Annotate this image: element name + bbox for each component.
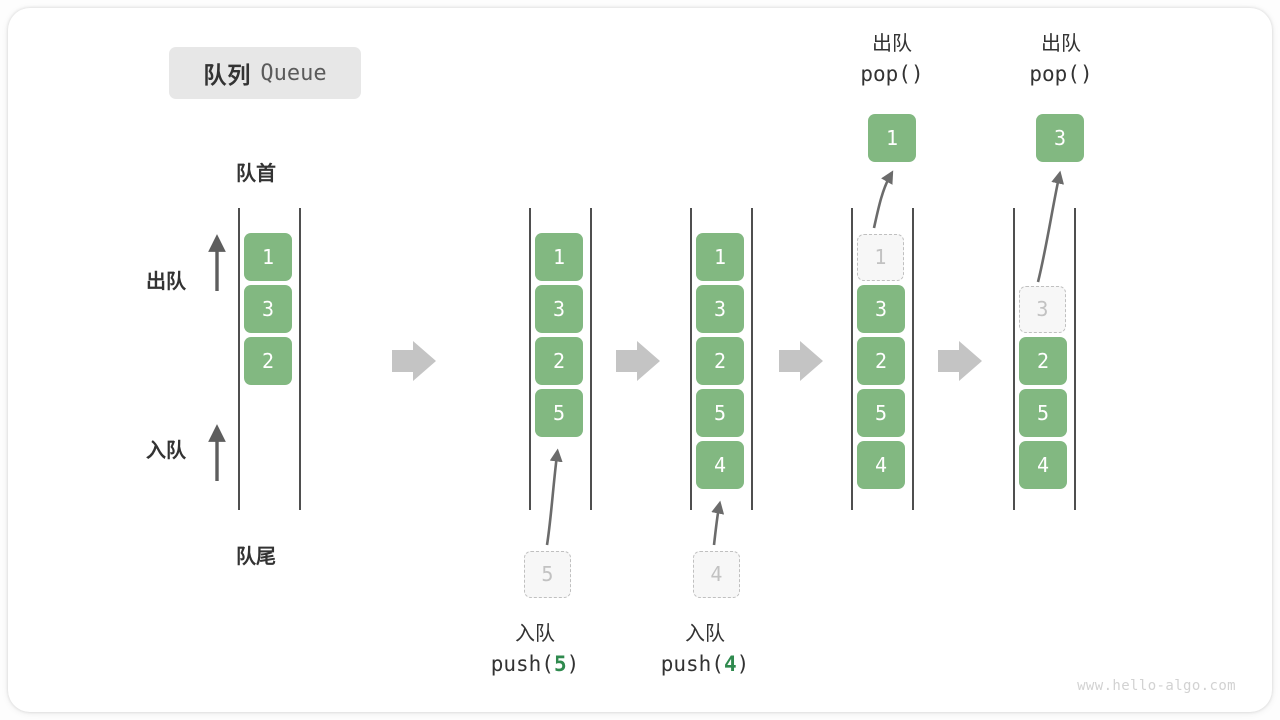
op-code-suffix: ) — [910, 62, 924, 86]
rail-left-stage-5 — [1013, 208, 1015, 510]
op-label-code: pop() — [966, 59, 1156, 89]
ghost-box-incoming: 5 — [524, 551, 571, 598]
op-code-suffix: ) — [566, 652, 580, 676]
ghost-box-incoming: 4 — [693, 551, 740, 598]
rail-left-stage-2 — [529, 208, 531, 510]
queue-box: 3 — [857, 285, 905, 333]
op-label-cn: 入队 — [515, 623, 555, 645]
op-label-push-4: 入队 push(4) — [610, 620, 800, 679]
queue-box: 3 — [244, 285, 292, 333]
queue-head-label: 队首 — [236, 163, 276, 185]
queue-box-new: 5 — [535, 389, 583, 437]
op-label-pop-1: 出队 pop() — [797, 30, 987, 89]
rail-right-stage-5 — [1074, 208, 1076, 510]
queue-box: 3 — [535, 285, 583, 333]
rail-right-stage-2 — [590, 208, 592, 510]
op-label-cn: 出队 — [872, 33, 912, 55]
ghost-box-removed: 1 — [857, 234, 904, 281]
enqueue-direction-label: 入队 — [146, 440, 186, 462]
queue-box: 4 — [857, 441, 905, 489]
queue-box: 1 — [535, 233, 583, 281]
op-code-prefix: push( — [490, 652, 554, 676]
op-label-pop-3: 出队 pop() — [966, 30, 1156, 89]
op-code-prefix: pop( — [860, 62, 911, 86]
title-chinese: 队列 — [203, 62, 252, 88]
queue-box: 2 — [535, 337, 583, 385]
queue-box: 3 — [696, 285, 744, 333]
queue-box: 5 — [857, 389, 905, 437]
queue-box: 1 — [244, 233, 292, 281]
queue-tail-label: 队尾 — [236, 546, 276, 568]
queue-box: 2 — [696, 337, 744, 385]
queue-box: 1 — [696, 233, 744, 281]
diagram-card — [8, 8, 1272, 712]
op-code-arg: 4 — [723, 652, 737, 676]
title-english: Queue — [260, 60, 327, 86]
popped-box: 1 — [868, 114, 916, 162]
title-badge: 队列 Queue — [169, 47, 361, 99]
op-code-prefix: push( — [660, 652, 724, 676]
rail-right-stage-4 — [912, 208, 914, 510]
rail-right-stage-1 — [299, 208, 301, 510]
queue-box: 2 — [1019, 337, 1067, 385]
rail-left-stage-1 — [238, 208, 240, 510]
queue-box: 2 — [857, 337, 905, 385]
ghost-box-removed: 3 — [1019, 286, 1066, 333]
rail-left-stage-4 — [851, 208, 853, 510]
queue-box: 5 — [1019, 389, 1067, 437]
op-label-push-5: 入队 push(5) — [440, 620, 630, 679]
op-label-code: push(5) — [440, 649, 630, 679]
watermark: www.hello-algo.com — [1077, 678, 1236, 694]
queue-box: 4 — [1019, 441, 1067, 489]
queue-box: 2 — [244, 337, 292, 385]
op-label-code: pop() — [797, 59, 987, 89]
op-code-prefix: pop( — [1029, 62, 1080, 86]
dequeue-direction-label: 出队 — [146, 271, 186, 293]
op-label-cn: 出队 — [1041, 33, 1081, 55]
op-label-code: push(4) — [610, 649, 800, 679]
op-code-arg: 5 — [553, 652, 567, 676]
rail-right-stage-3 — [751, 208, 753, 510]
rail-left-stage-3 — [690, 208, 692, 510]
queue-box-new: 4 — [696, 441, 744, 489]
queue-box: 5 — [696, 389, 744, 437]
op-code-suffix: ) — [1079, 62, 1093, 86]
popped-box: 3 — [1036, 114, 1084, 162]
op-label-cn: 入队 — [685, 623, 725, 645]
op-code-suffix: ) — [736, 652, 750, 676]
